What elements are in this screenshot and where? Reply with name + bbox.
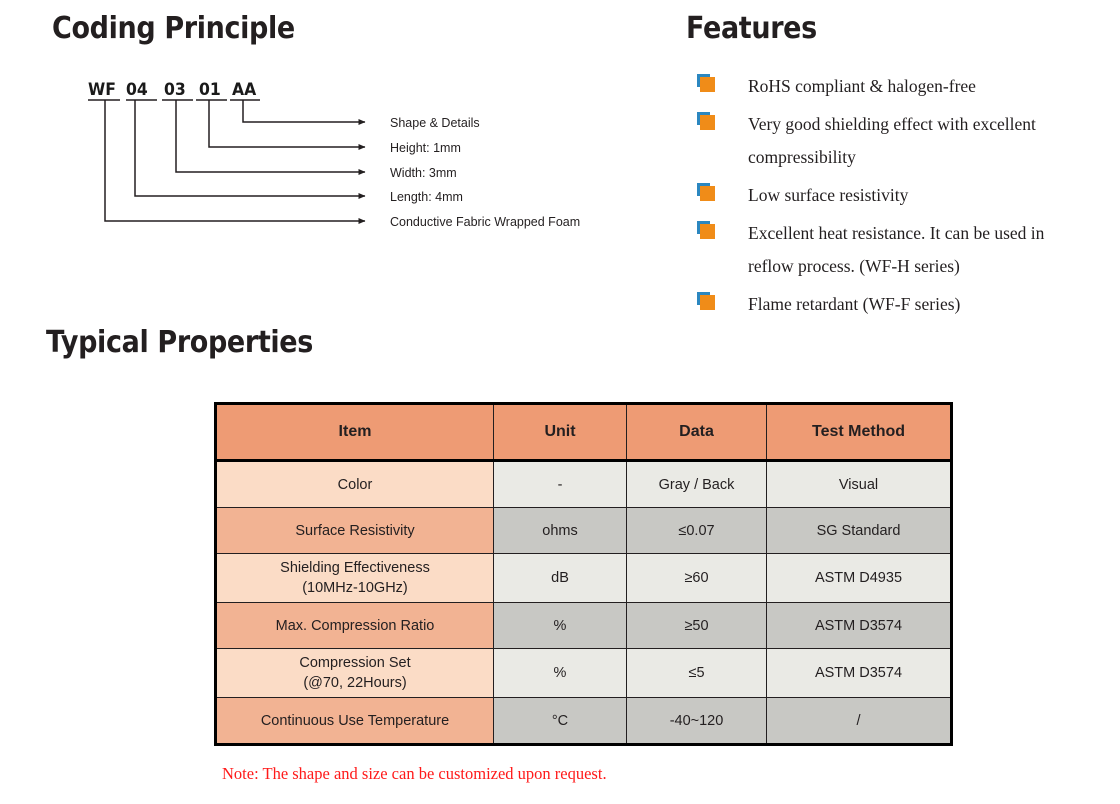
table-row: Surface Resistivity ohms ≤0.07 SG Standa… [215,507,952,554]
cell-unit: % [493,602,627,649]
cell-data: ≥50 [626,602,767,649]
square-bullet-icon [697,183,716,202]
leader-lines-svg [88,99,366,224]
feature-item: Very good shielding effect with excellen… [697,108,1097,174]
cell-item: Max. Compression Ratio [215,602,494,649]
cell-item: Color [215,460,494,508]
cell-test-method: / [766,697,952,745]
table-row: Shielding Effectiveness(10MHz-10GHz) dB … [215,553,952,603]
cell-test-method: ASTM D3574 [766,648,952,698]
table-header-row: Item Unit Data Test Method [215,403,952,462]
code-token-prefix: WF [88,80,116,100]
column-header-data: Data [626,403,767,462]
table-row: Color - Gray / Back Visual [215,460,952,508]
feature-item: RoHS compliant & halogen-free [697,70,1097,103]
cell-unit: ohms [493,507,627,554]
typical-properties-heading: Typical Properties [46,325,313,360]
feature-text: RoHS compliant & halogen-free [748,76,976,96]
code-token-shape: AA [232,80,257,100]
leader-label-shape: Shape & Details [390,116,480,130]
column-header-test-method: Test Method [766,403,952,462]
table-row: Max. Compression Ratio % ≥50 ASTM D3574 [215,602,952,649]
leader-label-height: Height: 1mm [390,141,461,155]
cell-test-method: SG Standard [766,507,952,554]
cell-item: Compression Set(@70, 22Hours) [215,648,494,698]
code-token-length: 04 [126,80,148,100]
column-header-unit: Unit [493,403,627,462]
square-bullet-icon [697,292,716,311]
feature-text: Flame retardant (WF-F series) [748,294,961,314]
cell-unit: - [493,460,627,508]
leader-label-width: Width: 3mm [390,166,457,180]
cell-unit: °C [493,697,627,745]
cell-data: ≥60 [626,553,767,603]
column-header-item: Item [215,403,494,462]
cell-data: -40~120 [626,697,767,745]
cell-item: Shielding Effectiveness(10MHz-10GHz) [215,553,494,603]
square-bullet-icon [697,74,716,93]
cell-item: Continuous Use Temperature [215,697,494,745]
cell-unit: % [493,648,627,698]
cell-item: Surface Resistivity [215,507,494,554]
feature-text: Low surface resistivity [748,185,909,205]
cell-data: ≤5 [626,648,767,698]
table-row: Compression Set(@70, 22Hours) % ≤5 ASTM … [215,648,952,698]
square-bullet-icon [697,112,716,131]
cell-test-method: ASTM D4935 [766,553,952,603]
leader-label-length: Length: 4mm [390,190,463,204]
feature-item: Flame retardant (WF-F series) [697,288,1097,321]
square-bullet-icon [697,221,716,240]
features-list: RoHS compliant & halogen-free Very good … [697,70,1097,326]
coding-principle-diagram: WF 04 03 01 AA Sh [0,0,680,250]
feature-text: Very good shielding effect with excellen… [748,114,1036,167]
table-row: Continuous Use Temperature °C -40~120 / [215,697,952,745]
cell-unit: dB [493,553,627,603]
feature-item: Low surface resistivity [697,179,1097,212]
coding-principle-heading: Coding Principle [52,11,295,46]
feature-text: Excellent heat resistance. It can be use… [748,223,1045,276]
code-token-width: 03 [164,80,186,100]
cell-data: Gray / Back [626,460,767,508]
leader-label-material: Conductive Fabric Wrapped Foam [390,215,581,229]
typical-properties-table: Item Unit Data Test Method Color - Gray … [214,402,953,746]
feature-item: Excellent heat resistance. It can be use… [697,217,1097,283]
features-heading: Features [686,11,817,46]
customization-note: Note: The shape and size can be customiz… [222,764,607,783]
cell-test-method: ASTM D3574 [766,602,952,649]
cell-test-method: Visual [766,460,952,508]
code-token-height: 01 [199,80,221,100]
cell-data: ≤0.07 [626,507,767,554]
